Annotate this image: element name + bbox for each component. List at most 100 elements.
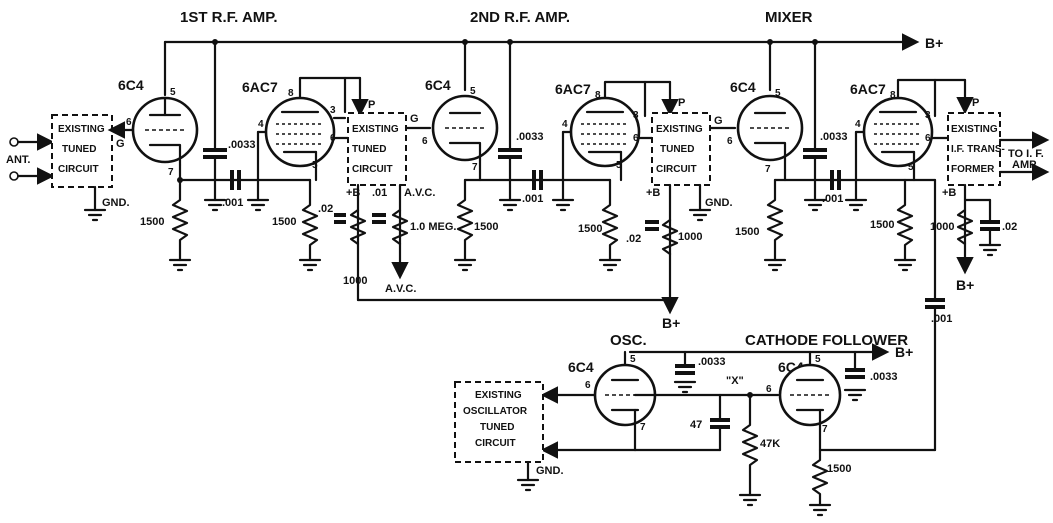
- c02-s2: .02: [626, 233, 641, 245]
- r1500-s2b: 1500: [578, 223, 602, 235]
- heading-2nd-rf-amp: 2ND R.F. AMP.: [470, 9, 570, 26]
- osc-box-line3: TUNED: [480, 422, 514, 433]
- resistor-1500-s2b: [601, 178, 619, 262]
- tube-6ac7-1: [264, 96, 336, 168]
- stage2-box-line3: CIRCUIT: [656, 164, 697, 175]
- c0033-cf: .0033: [870, 371, 898, 383]
- pin-6d: 6: [633, 133, 639, 144]
- input-box-line1: EXISTING: [58, 124, 105, 135]
- stage1-box-line3: CIRCUIT: [352, 164, 393, 175]
- pin-7h: 7: [822, 424, 828, 435]
- tube-label-6ac7-2: 6AC7: [555, 81, 591, 97]
- gnd-label-s2: GND.: [705, 197, 733, 209]
- r1500-s3: 1500: [735, 226, 759, 238]
- tube-6ac7-3: [862, 96, 934, 168]
- antenna-terminals[interactable]: [9, 133, 55, 185]
- r1000-s1: 1000: [343, 275, 367, 287]
- r1meg-label: 1.0 MEG.: [410, 221, 456, 233]
- c001-link: .001: [931, 313, 952, 325]
- resistor-1500-s3: [766, 178, 784, 262]
- heading-1st-rf-amp: 1ST R.F. AMP.: [180, 9, 278, 26]
- amp-label: AMP.: [1012, 159, 1038, 171]
- heading-osc: OSC.: [610, 332, 647, 349]
- tube-label-6c4-3: 6C4: [730, 79, 756, 95]
- pin-6: 6: [126, 117, 132, 128]
- pin-5e: 5: [775, 88, 781, 99]
- tube-label-6ac7-3: 6AC7: [850, 81, 886, 97]
- plusb-s2: +B: [646, 187, 660, 199]
- p-label-if: P: [972, 97, 979, 109]
- x-point-label: "X": [726, 375, 744, 387]
- plusb-s1: +B: [346, 187, 360, 199]
- resistor-1500-s1: [171, 178, 189, 262]
- if-box-line1: EXISTING: [951, 124, 998, 135]
- pin-7c: 7: [472, 162, 478, 173]
- pin-3c: 3: [925, 110, 931, 121]
- if-box-line2: I.F. TRANS-: [951, 144, 1005, 155]
- pin-4: 4: [258, 119, 264, 130]
- plusb-if: +B: [942, 187, 956, 199]
- ant-label: ANT.: [6, 154, 30, 166]
- c02-if: .02: [1002, 221, 1017, 233]
- c001-s1: .001: [222, 197, 243, 209]
- tube-6c4-3: [736, 94, 804, 162]
- r1500-cf: 1500: [827, 463, 851, 475]
- g-label-s2: G: [714, 115, 723, 127]
- r1500-s2: 1500: [474, 221, 498, 233]
- stage1-box-line2: TUNED: [352, 144, 386, 155]
- tube-6c4-2: [431, 94, 499, 162]
- r1000-s2: 1000: [678, 231, 702, 243]
- pin-6c: 6: [422, 136, 428, 147]
- pin-8c: 8: [890, 90, 896, 101]
- to-if-label: TO I. F.: [1008, 148, 1044, 160]
- if-box-line3: FORMER: [951, 164, 995, 175]
- if-transformer-box: [947, 112, 1001, 186]
- c47-label: 47: [690, 419, 702, 431]
- pin-7e: 7: [765, 164, 771, 175]
- pin-5g: 5: [630, 354, 636, 365]
- c01-s1: .01: [372, 187, 387, 199]
- pin-7g: 7: [640, 422, 646, 433]
- bplus-label-if: B+: [956, 277, 974, 293]
- tube-6ac7-2: [569, 96, 641, 168]
- bplus-label-top: B+: [925, 35, 943, 51]
- pin-3b: 3: [633, 110, 639, 121]
- pin-6g: 6: [585, 380, 591, 391]
- stage2-tuned-circuit-box: [651, 112, 711, 186]
- tube-6c4-cf: [778, 363, 842, 427]
- c0033-osc: .0033: [698, 356, 726, 368]
- input-tuned-circuit-box: [51, 114, 113, 188]
- ground-symbol: [83, 208, 107, 222]
- pin-8b: 8: [595, 90, 601, 101]
- pin-5b: 5: [312, 160, 318, 171]
- pin-5c: 5: [470, 86, 476, 97]
- r1500-s1: 1500: [140, 216, 164, 228]
- p-label-s2: P: [678, 97, 685, 109]
- c0033-s2: .0033: [516, 131, 544, 143]
- gnd-label-input: GND.: [102, 197, 130, 209]
- input-box-line3: CIRCUIT: [58, 164, 99, 175]
- resistor-1000-s2: [661, 218, 679, 256]
- bplus-label-osc: B+: [895, 344, 913, 360]
- c001-s2: .001: [522, 193, 543, 205]
- gnd-label-osc: GND.: [536, 465, 564, 477]
- pin-4b: 4: [562, 119, 568, 130]
- pin-5f: 5: [908, 162, 914, 173]
- stage2-box-line2: TUNED: [660, 144, 694, 155]
- tube-label-6ac7-1: 6AC7: [242, 79, 278, 95]
- pin-6b: 6: [330, 133, 336, 144]
- stage1-box-line1: EXISTING: [352, 124, 399, 135]
- tube-label-6c4-2: 6C4: [425, 77, 451, 93]
- pin-5h: 5: [815, 354, 821, 365]
- tube-label-6c4-1: 6C4: [118, 77, 144, 93]
- avc-label-top: A.V.C.: [404, 187, 435, 199]
- bplus-rail: [163, 33, 920, 152]
- r1500-s3b: 1500: [870, 219, 894, 231]
- osc-box-line1: EXISTING: [475, 390, 522, 401]
- p-label-s1: P: [368, 99, 375, 111]
- oscillator-tuned-circuit-box: [454, 381, 544, 463]
- resistor-1500-s1b: [301, 178, 319, 262]
- resistor-47k: [741, 393, 759, 497]
- r47k-label: 47K: [760, 438, 780, 450]
- avc-label-bottom: A.V.C.: [385, 283, 416, 295]
